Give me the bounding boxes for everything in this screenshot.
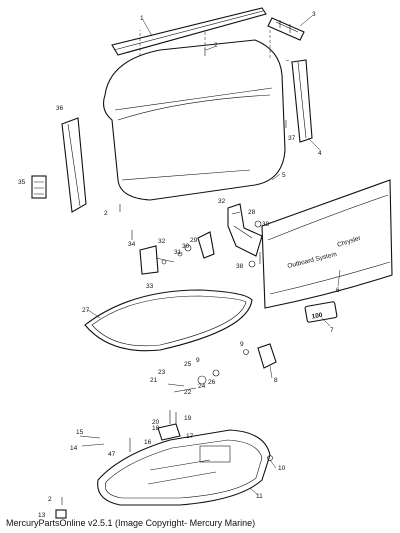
- side-rail[interactable]: [291, 59, 313, 143]
- callout-13: 13: [38, 512, 46, 519]
- top-trim-strip[interactable]: [111, 7, 267, 56]
- callout-36: 36: [56, 105, 64, 112]
- callout-26: 26: [208, 379, 216, 386]
- callout-labels: 1 2 3 4 5 6 7 8 9 10 11 13 14 15 16 17 1…: [18, 11, 340, 519]
- callout-2: 2: [214, 42, 218, 49]
- callout-23: 23: [158, 369, 166, 376]
- callout-15: 15: [76, 429, 84, 436]
- latch[interactable]: [243, 343, 277, 369]
- callout-35: 35: [18, 179, 26, 186]
- bracket-plate[interactable]: [139, 245, 175, 275]
- callout-11: 11: [256, 493, 263, 500]
- callout-47: 47: [108, 451, 116, 458]
- callout-20: 20: [152, 419, 160, 426]
- side-panel[interactable]: [61, 117, 87, 213]
- callout-8: 8: [274, 377, 278, 384]
- callout-18: 18: [152, 425, 160, 432]
- callout-2c: 2: [48, 496, 52, 503]
- callout-24: 24: [198, 383, 206, 390]
- callout-22: 22: [184, 389, 192, 396]
- small-decal[interactable]: [31, 175, 47, 199]
- callout-17: 17: [186, 433, 194, 440]
- callout-32: 32: [218, 198, 226, 205]
- callout-38b: 38: [236, 263, 244, 270]
- fasteners: [61, 48, 287, 505]
- callout-38: 38: [262, 221, 270, 228]
- bottom-clip[interactable]: [55, 509, 67, 519]
- callout-2b: 2: [104, 210, 108, 217]
- clip[interactable]: [79, 435, 105, 447]
- horsepower-label: 100: [311, 312, 323, 321]
- callout-27: 27: [82, 307, 90, 314]
- lower-bracket[interactable]: [129, 410, 181, 452]
- gasket-seal[interactable]: [84, 289, 253, 352]
- callout-21: 21: [150, 377, 158, 384]
- callout-4: 4: [318, 150, 322, 157]
- callout-9: 9: [196, 357, 200, 364]
- callout-33: 33: [146, 283, 154, 290]
- callout-30: 30: [182, 243, 190, 250]
- horsepower-badge[interactable]: 100: [304, 301, 338, 323]
- callout-29: 29: [190, 237, 198, 244]
- callout-14: 14: [70, 445, 78, 452]
- callout-37: 37: [288, 135, 296, 142]
- callout-7: 7: [330, 327, 334, 334]
- callout-32b: 32: [158, 238, 166, 245]
- callout-25: 25: [184, 361, 192, 368]
- callout-9b: 9: [240, 341, 244, 348]
- callout-16: 16: [144, 439, 152, 446]
- hardware-cluster[interactable]: [167, 369, 220, 393]
- model-label: Outboard System: [287, 251, 338, 270]
- bottom-pan[interactable]: [97, 429, 271, 506]
- brand-label: Chrysler: [336, 235, 362, 249]
- callout-1: 1: [140, 15, 144, 22]
- callout-6: 6: [336, 287, 340, 294]
- callout-28: 28: [248, 209, 256, 216]
- side-decal[interactable]: Chrysler Outboard System: [261, 179, 393, 309]
- engine-cowl[interactable]: [103, 39, 286, 201]
- lever-assembly[interactable]: [177, 231, 215, 259]
- leader-lines: [87, 15, 341, 496]
- callout-19: 19: [184, 415, 192, 422]
- latch-bracket[interactable]: [267, 17, 305, 41]
- callout-5: 5: [282, 172, 286, 179]
- callout-34: 34: [128, 241, 136, 248]
- callout-10: 10: [278, 465, 286, 472]
- callout-31: 31: [174, 249, 182, 256]
- image-caption: MercuryPartsOnline v2.5.1 (Image Copyrig…: [6, 518, 256, 528]
- callout-3: 3: [312, 11, 316, 18]
- linkage-bracket[interactable]: [227, 203, 263, 257]
